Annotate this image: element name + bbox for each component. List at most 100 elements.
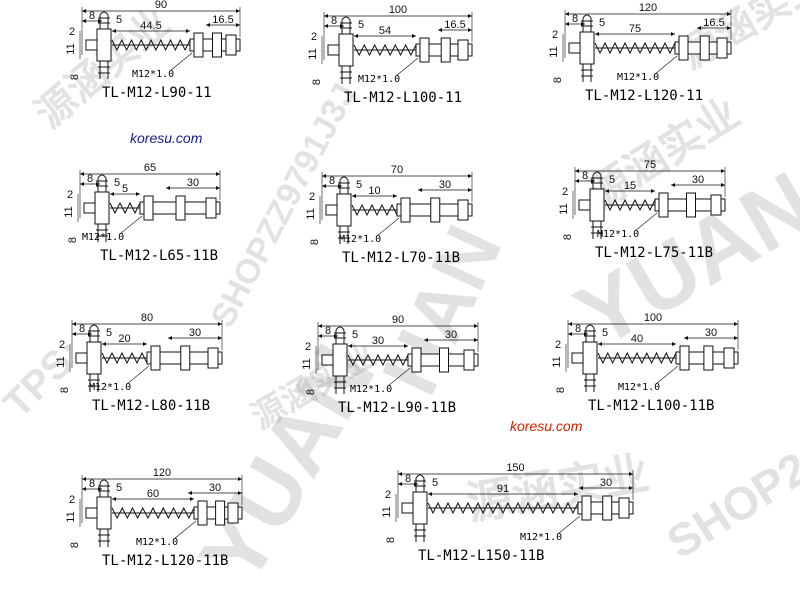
bottom-barb	[96, 224, 108, 242]
dim-body-arrow-left	[188, 491, 192, 495]
shaft-stub	[75, 352, 88, 364]
dim-total-arrow-left	[80, 172, 84, 176]
dim-total-value: 120	[639, 2, 657, 14]
dim-top-a-arrow-left	[82, 19, 86, 23]
spring-coil	[597, 351, 677, 365]
part-model-caption: TL-M12-L150-11B	[418, 548, 544, 564]
fitting-body	[582, 341, 598, 375]
shaft-stub	[85, 39, 98, 51]
fitting-body	[336, 193, 352, 227]
dim-body-arrow-left	[579, 486, 583, 490]
dim-spring-value: 44.5	[140, 20, 161, 32]
dim-total-arrow-left	[82, 477, 86, 481]
dim-body-arrow-left	[424, 338, 428, 342]
dim-spring-value: 15	[624, 180, 636, 192]
dim-body-arrow-left	[684, 336, 688, 340]
dim-side-c-value: 8	[311, 79, 323, 85]
dim-spring-arrow-left	[605, 189, 609, 193]
thread-leader	[376, 217, 400, 237]
dim-body-value: 30	[445, 329, 457, 341]
dim-body-value: 30	[187, 177, 199, 189]
bottom-barb	[340, 66, 352, 84]
fitting-body	[338, 33, 354, 67]
bottom-barb	[88, 374, 100, 392]
shaft-stub	[327, 44, 340, 56]
shaft-stub	[571, 352, 584, 364]
nut-2	[180, 345, 191, 371]
dim-body-arrow-left	[206, 23, 210, 27]
spring-coil	[111, 506, 195, 520]
thread-label: M12*1.0	[618, 382, 660, 393]
dim-spring-arrow-right	[574, 492, 578, 496]
dim-side-c-value: 8	[67, 237, 79, 243]
nut-1	[658, 192, 669, 218]
dim-spring-value: 75	[629, 23, 641, 35]
fitting-body	[589, 188, 605, 222]
spring-coil	[111, 38, 191, 52]
dim-body-value: 16.5	[444, 19, 465, 31]
part-model-caption: TL-M12-L120-11B	[102, 553, 228, 569]
dim-total-arrow-right	[734, 322, 738, 326]
thread-leader	[126, 365, 150, 385]
dim-top-a-arrow-left	[80, 182, 84, 186]
bottom-barb	[591, 221, 603, 239]
dim-top-a-value: 8	[89, 478, 95, 490]
watermark-text: 源涵实业	[673, 0, 800, 78]
dim-total-arrow-right	[238, 477, 242, 481]
shaft-stub	[85, 507, 98, 519]
top-barb-tip	[97, 174, 107, 179]
dim-total-value: 65	[144, 162, 156, 174]
dim-spring-arrow-left	[598, 342, 602, 346]
spring-coil	[351, 203, 398, 217]
dim-body-arrow-left	[438, 28, 442, 32]
top-barb-tip	[89, 324, 99, 329]
dim-side-a-value: 2	[311, 31, 317, 43]
dim-top-a-value: 8	[331, 15, 337, 27]
dim-side-c-value: 8	[69, 542, 81, 548]
dim-spring-arrow-left	[112, 29, 116, 33]
dim-total-arrow-right	[468, 14, 472, 18]
dim-side-a-value: 2	[69, 26, 75, 38]
dim-top-a-arrow-left	[398, 482, 402, 486]
dim-side-c-value: 8	[69, 74, 81, 80]
spring-coil	[109, 201, 141, 215]
dim-total-arrow-left	[398, 472, 402, 476]
website-label-1: koresu.com	[130, 130, 203, 146]
bottom-barb	[334, 376, 346, 394]
website-label-2: koresu.com	[510, 418, 583, 434]
dim-spring-value: 5	[122, 183, 128, 195]
part-model-caption: TL-M12-L75-11B	[595, 245, 713, 261]
dim-total-value: 90	[155, 0, 167, 11]
top-barb-tip	[335, 326, 345, 331]
dim-total-value: 70	[391, 164, 403, 176]
dim-hex-value: 5	[116, 14, 122, 26]
dim-body-arrow-left	[168, 336, 172, 340]
dim-total-value: 100	[389, 4, 407, 16]
dim-hex-value: 5	[358, 19, 364, 31]
thread-label: M12*1.0	[350, 384, 392, 395]
dim-body-arrow-right	[468, 188, 472, 192]
fitting-body	[332, 343, 348, 377]
dim-body-value: 30	[189, 327, 201, 339]
dim-top-a-arrow-right	[334, 334, 338, 338]
dim-hex-value: 5	[114, 177, 120, 189]
dim-top-a-arrow-right	[591, 179, 595, 183]
dim-spring-arrow-right	[412, 34, 416, 38]
dim-body-value: 16.5	[212, 14, 233, 26]
dim-top-a-value: 8	[572, 13, 578, 25]
dim-side-b-value: 11	[548, 46, 560, 57]
nut-1	[400, 197, 411, 223]
dim-hex-value: 5	[352, 329, 358, 341]
shaft-stub	[321, 354, 334, 366]
dim-side-c-value: 8	[562, 234, 574, 240]
nut-1	[193, 32, 204, 58]
shaft-stub	[325, 204, 338, 216]
nut-1	[411, 347, 422, 373]
dim-hex-value: 5	[356, 179, 362, 191]
dim-side-b-value: 11	[558, 203, 570, 214]
dim-total-value: 150	[506, 462, 524, 474]
